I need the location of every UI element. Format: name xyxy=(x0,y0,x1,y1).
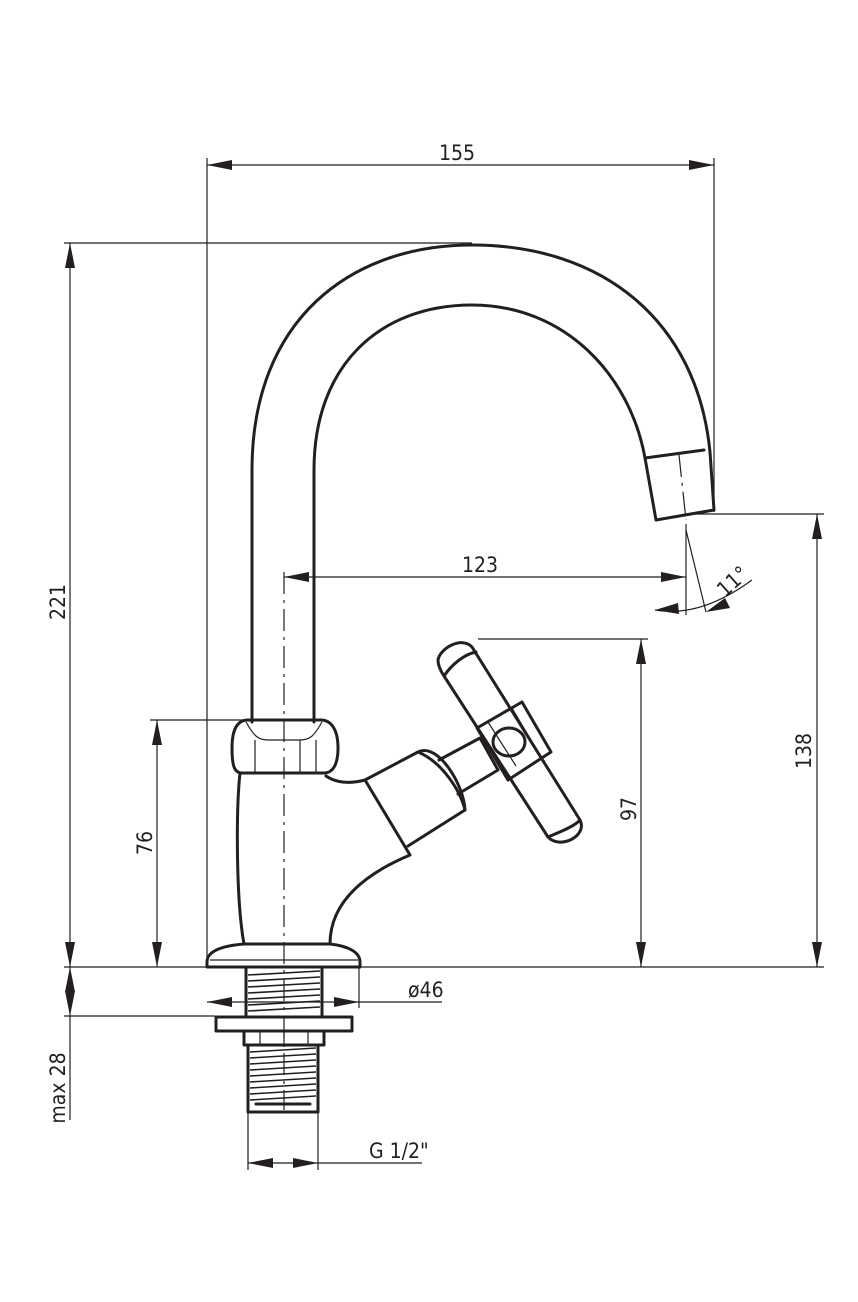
dimension-base-diameter: ø46 xyxy=(207,978,444,1007)
cross-handle xyxy=(436,641,583,844)
dimension-outlet-height: 138 xyxy=(792,514,822,967)
outlet-angle-label: 11° xyxy=(712,561,753,601)
fixing-nut xyxy=(214,1015,354,1047)
dimension-outlet-angle: 11° xyxy=(654,561,753,614)
dimension-max-counter-thickness: max 28 xyxy=(46,967,75,1124)
total-height-label: 221 xyxy=(46,584,70,620)
spout xyxy=(250,243,716,724)
spout-reach-label: 123 xyxy=(462,553,498,577)
center-lines xyxy=(283,454,687,1110)
hex-nut xyxy=(230,718,340,775)
base-diameter-label: ø46 xyxy=(408,978,444,1002)
faucet-body xyxy=(205,243,716,1114)
valve-body xyxy=(235,771,412,946)
extension-lines xyxy=(64,158,824,1170)
dimension-spout-reach: 123 xyxy=(284,553,686,582)
handle-height-label: 97 xyxy=(617,797,641,821)
dimension-total-height: 221 xyxy=(46,243,75,967)
outlet-height-label: 138 xyxy=(792,733,816,769)
max-counter-thickness-label: max 28 xyxy=(46,1052,70,1123)
dimension-thread-size: G 1/2" xyxy=(248,1139,429,1168)
base-flange xyxy=(205,942,362,969)
dimension-total-width: 155 xyxy=(207,141,714,170)
spindle xyxy=(437,736,500,796)
lower-thread xyxy=(246,1043,320,1114)
total-width-label: 155 xyxy=(439,141,475,165)
headpart xyxy=(363,749,467,848)
dimension-body-height: 76 xyxy=(133,720,162,967)
body-height-label: 76 xyxy=(133,831,157,855)
upper-thread xyxy=(244,965,324,1019)
dimension-handle-height: 97 xyxy=(617,639,646,967)
thread-size-label: G 1/2" xyxy=(369,1139,429,1163)
